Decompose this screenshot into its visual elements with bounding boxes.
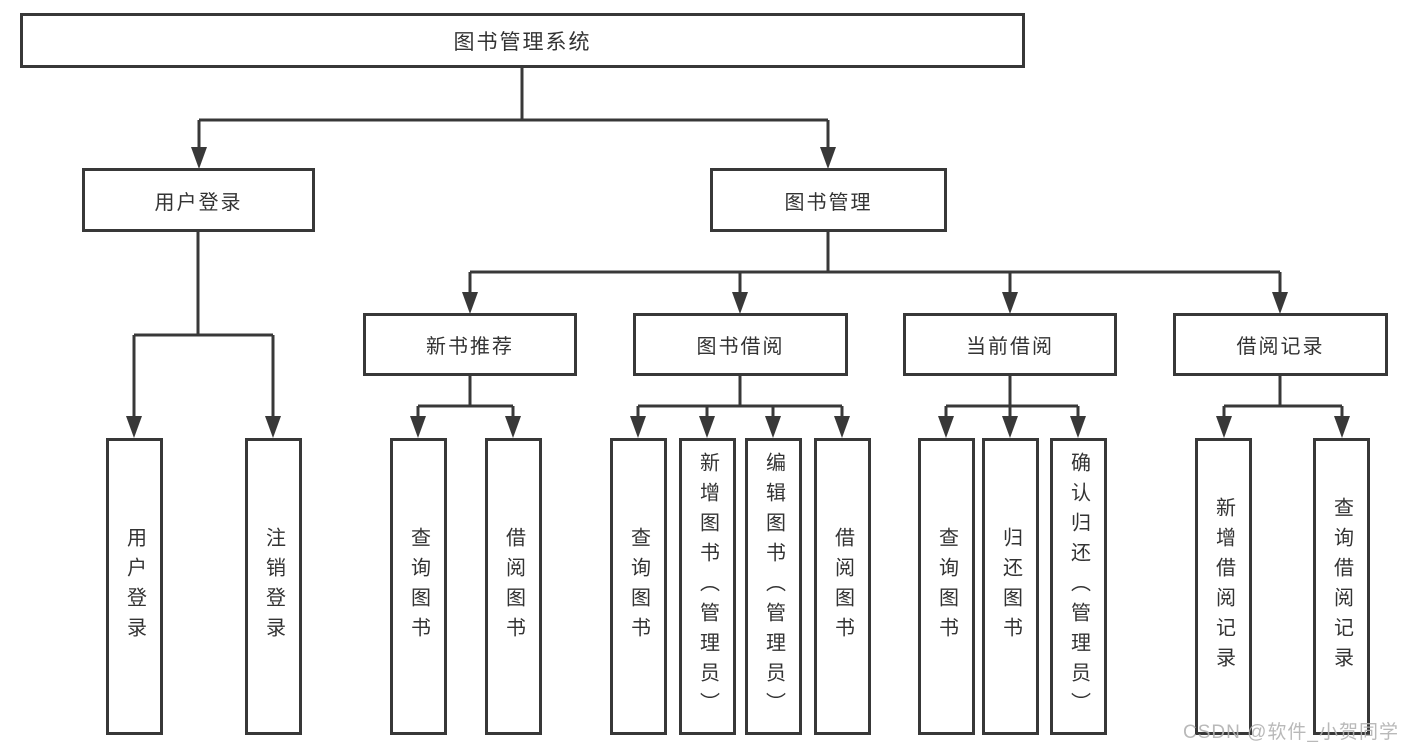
leaf-edit-book-admin: 编辑图书（管理员） [745,438,802,735]
connector-new-book-recommendation [410,376,521,438]
leaf-confirm-return-admin: 确认归还（管理员） [1050,438,1107,735]
leaf-add-borrow-record: 新增借阅记录 [1195,438,1252,735]
connector-book-management [462,232,1288,314]
leaf-return-books: 归还图书 [982,438,1039,735]
node-label: 编辑图书（管理员） [762,451,785,722]
node-library-management-system: 图书管理系统 [20,13,1025,68]
node-label: 图书管理系统 [453,30,592,54]
node-book-management: 图书管理 [710,168,947,232]
node-label: 图书借阅 [696,336,785,358]
leaf-query-books-current: 查询图书 [918,438,975,735]
leaf-add-book-admin: 新增图书（管理员） [679,438,736,735]
node-label: 借阅记录 [1236,336,1325,358]
node-borrowing-records: 借阅记录 [1173,313,1388,376]
node-label: 新增借阅记录 [1212,496,1235,677]
node-label: 查询借阅记录 [1330,496,1353,677]
connector-current-borrowing [938,376,1086,438]
node-label: 归还图书 [999,526,1022,647]
connector-borrowing-records [1216,376,1350,438]
leaf-borrow-books-borrowing: 借阅图书 [814,438,871,735]
node-new-book-recommendation: 新书推荐 [363,313,577,376]
node-label: 查询图书 [935,526,958,647]
node-label: 借阅图书 [831,526,854,647]
connector-book-borrowing [630,376,850,438]
node-label: 新书推荐 [426,336,514,358]
leaf-borrow-books-recommend: 借阅图书 [485,438,542,735]
node-label: 新增图书（管理员） [696,451,719,722]
node-book-borrowing: 图书借阅 [633,313,848,376]
node-label: 查询图书 [407,526,430,647]
connector-user-login [126,232,281,438]
leaf-query-books-borrowing: 查询图书 [610,438,667,735]
node-label: 注销登录 [262,526,285,647]
node-label: 查询图书 [627,526,650,647]
node-label: 图书管理 [784,191,873,214]
leaf-query-books-recommend: 查询图书 [390,438,447,735]
leaf-query-borrow-record: 查询借阅记录 [1313,438,1370,735]
node-label: 用户登录 [123,526,146,647]
leaf-user-login: 用户登录 [106,438,163,735]
connector-root [191,68,836,169]
watermark-csdn: CSDN @软件_小贺同学 [1183,722,1399,743]
node-label: 确认归还（管理员） [1067,451,1090,722]
node-label: 用户登录 [154,191,243,214]
node-current-borrowing: 当前借阅 [903,313,1117,376]
node-label: 当前借阅 [966,336,1054,358]
leaf-logout: 注销登录 [245,438,302,735]
node-label: 借阅图书 [502,526,525,647]
node-user-login: 用户登录 [82,168,315,232]
